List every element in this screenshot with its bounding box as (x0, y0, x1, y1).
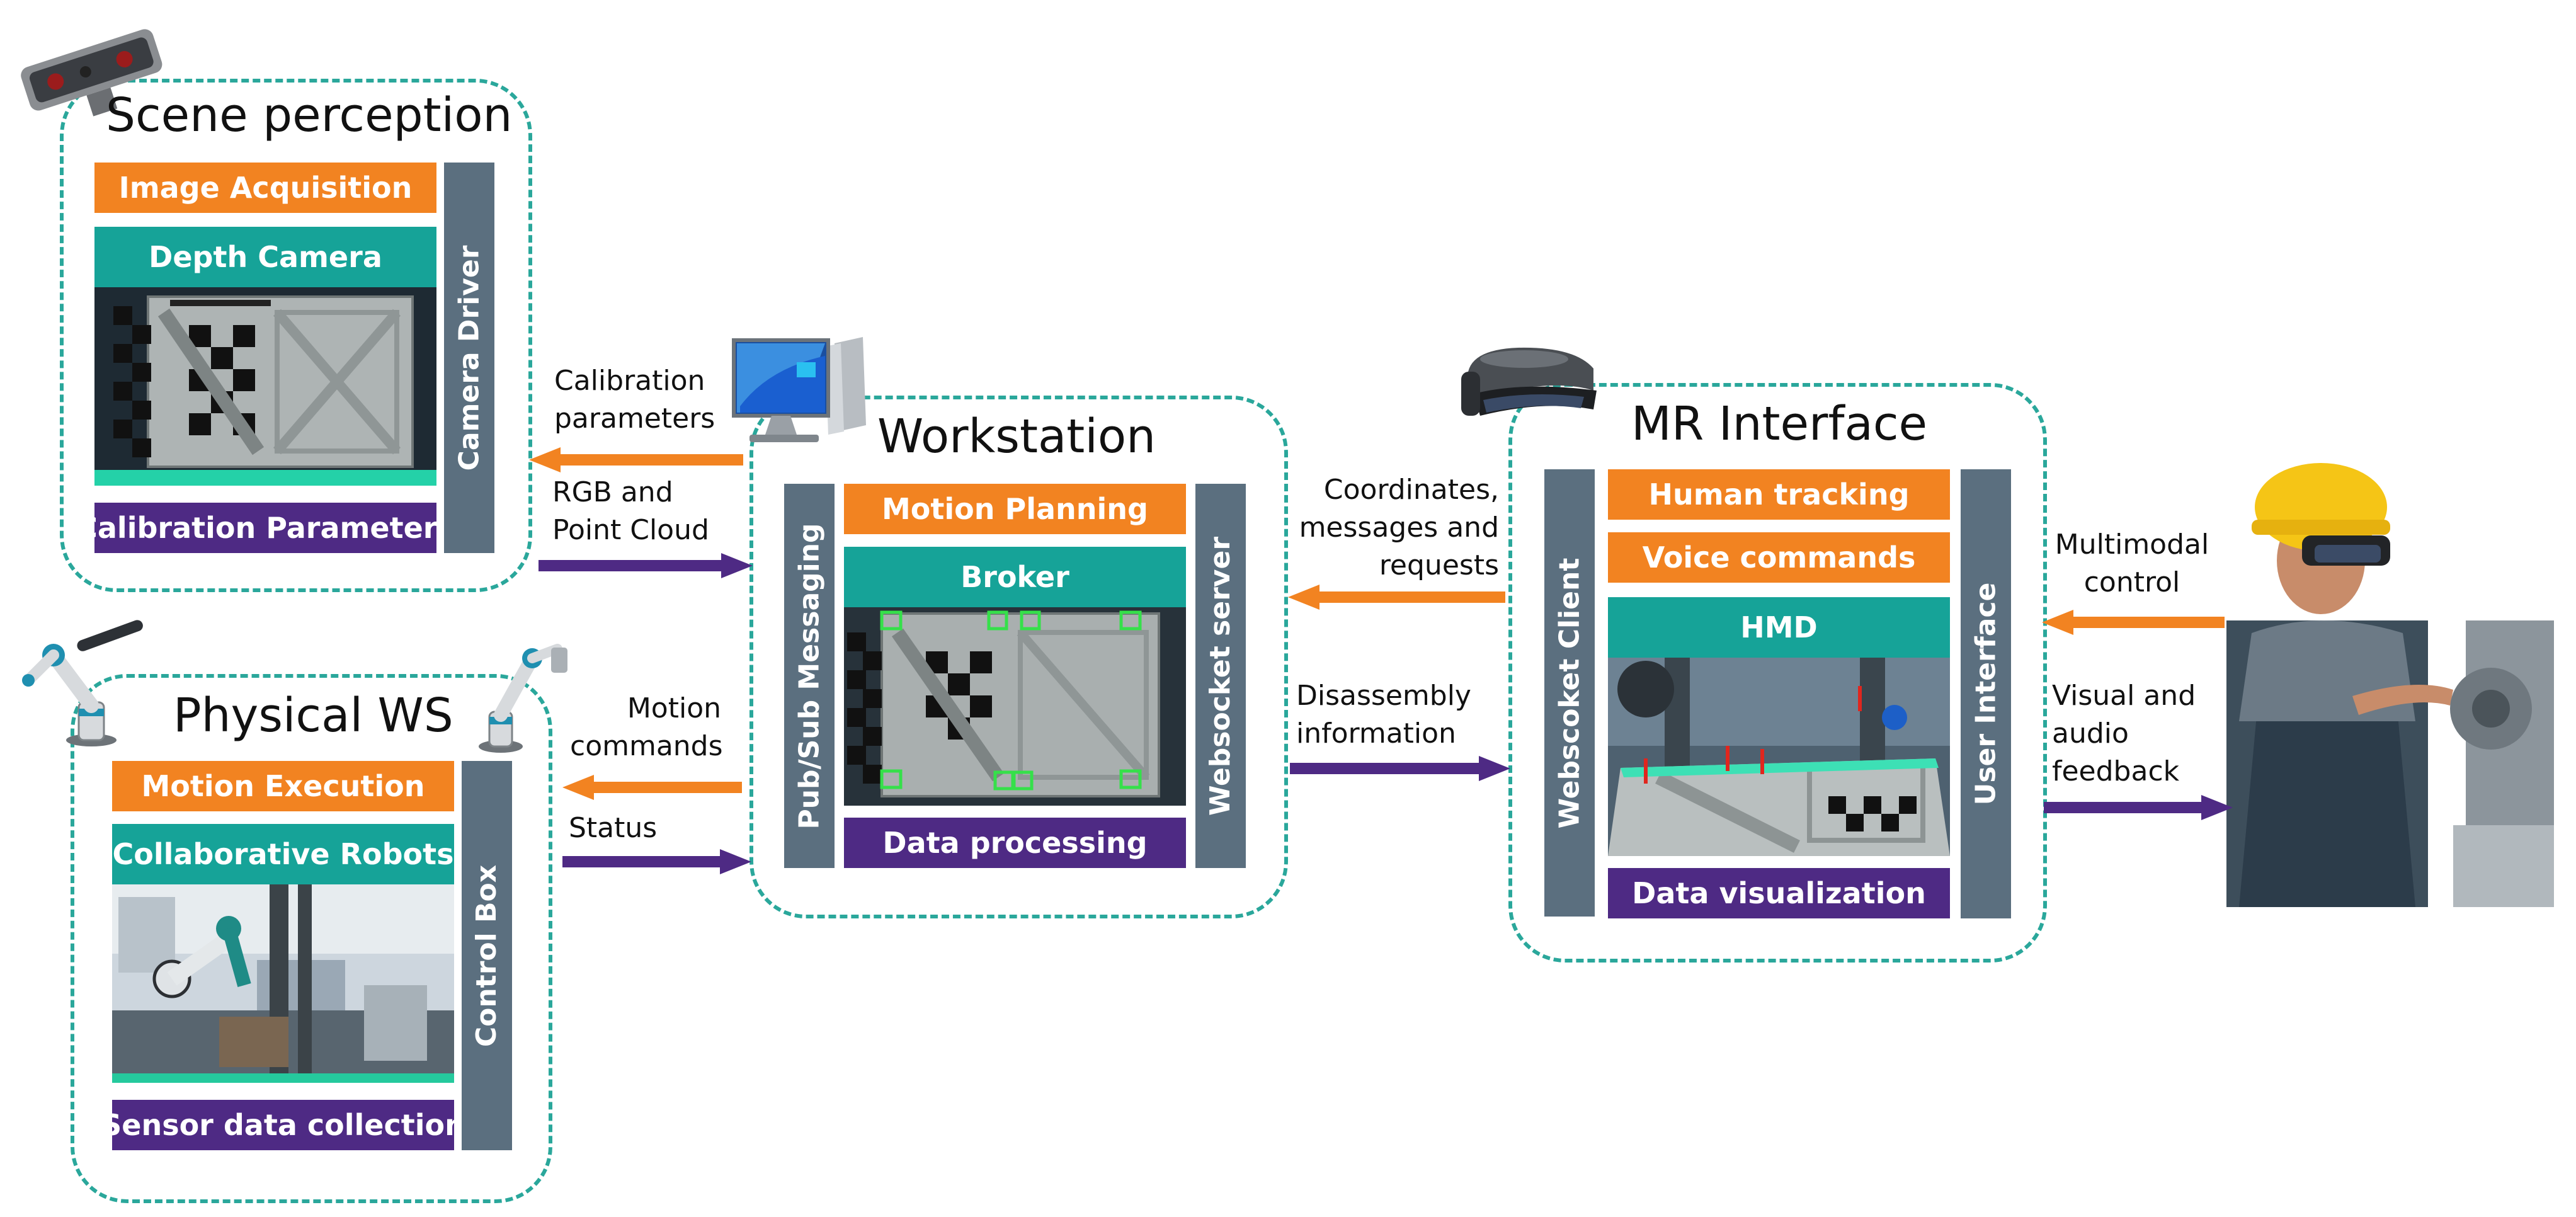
data-processing-bar: Data processing (844, 818, 1186, 868)
operator-photo (2226, 425, 2554, 907)
websocket-client-bar: Webscoket Client (1544, 469, 1595, 917)
coordinates-label: Coordinates, messages and requests (1299, 474, 1499, 581)
calibration-parameters-bar: Calibration Parameters (76, 503, 455, 553)
multimodal-control-label: Multimodal control (2055, 529, 2209, 598)
websocket-client-label: Webscoket Client (1553, 557, 1586, 828)
desktop-monitor-icon (724, 331, 869, 450)
human-tracking-bar: Human tracking (1608, 469, 1950, 520)
camera-driver-label: Camera Driver (453, 245, 486, 471)
rgb-point-cloud-label: RGB and Point Cloud (552, 476, 709, 546)
motion-planning-bar: Motion Planning (844, 484, 1186, 534)
status-arrow (562, 849, 751, 874)
calibration-parameters-label: Calibration parameters (554, 365, 715, 435)
visual-audio-feedback-label: Visual and audio feedback (2052, 680, 2196, 787)
physical-ws-module (71, 674, 552, 1203)
status-label: Status (569, 812, 658, 844)
calibration-parameters-arrow (529, 447, 743, 472)
pubsub-messaging-label: Pub/Sub Messaging (793, 522, 826, 830)
websocket-server-bar: Websocket server (1195, 484, 1246, 868)
user-interface-bar: User Interface (1961, 469, 2011, 918)
mr-headset-icon (1449, 334, 1612, 435)
depth-camera-icon (16, 13, 167, 126)
hmd-bar: HMD (1608, 597, 1950, 658)
coordinates-arrow (1288, 585, 1505, 610)
robot-arm-icon (463, 624, 576, 756)
mr-interface-module (1508, 383, 2047, 963)
robot-arm-icon (16, 614, 148, 750)
broker-bar: Broker (844, 547, 1186, 607)
workstation-module (749, 396, 1288, 918)
data-visualization-bar: Data visualization (1608, 868, 1950, 918)
user-interface-label: User Interface (1969, 582, 2002, 806)
control-box-bar: Control Box (462, 761, 512, 1150)
multimodal-control-arrow (2042, 610, 2225, 635)
motion-execution-bar: Motion Execution (112, 761, 454, 811)
mr-interface-title: MR Interface (1631, 397, 1928, 451)
hmd-view-photo (1608, 658, 1950, 856)
motion-commands-label: Motion commands (570, 692, 723, 762)
camera-driver-bar: Camera Driver (444, 163, 494, 553)
workstation-title: Workstation (877, 409, 1156, 464)
voice-commands-bar: Voice commands (1608, 532, 1950, 583)
depth-camera-bar: Depth Camera (94, 227, 436, 287)
disassembly-label: Disassembly information (1296, 680, 1471, 750)
websocket-server-label: Websocket server (1204, 536, 1237, 816)
collaborative-robots-bar: Collaborative Robots (112, 824, 454, 884)
visual-audio-feedback-arrow (2044, 795, 2233, 820)
motion-commands-arrow (562, 775, 742, 800)
calibration-plate-photo (94, 287, 436, 486)
physical-ws-title: Physical WS (173, 688, 453, 743)
scene-perception-module (60, 79, 532, 592)
robot-cell-photo (112, 884, 454, 1083)
sensor-data-collection-bar: Sensor data collection (101, 1100, 465, 1150)
broker-detection-photo (844, 607, 1186, 806)
image-acquisition-bar: Image Acquisition (94, 163, 436, 213)
control-box-label: Control Box (470, 864, 503, 1047)
scene-perception-title: Scene perception (106, 88, 513, 142)
disassembly-arrow (1290, 756, 1510, 781)
rgb-point-cloud-arrow (539, 553, 753, 578)
pubsub-messaging-bar: Pub/Sub Messaging (784, 484, 835, 868)
